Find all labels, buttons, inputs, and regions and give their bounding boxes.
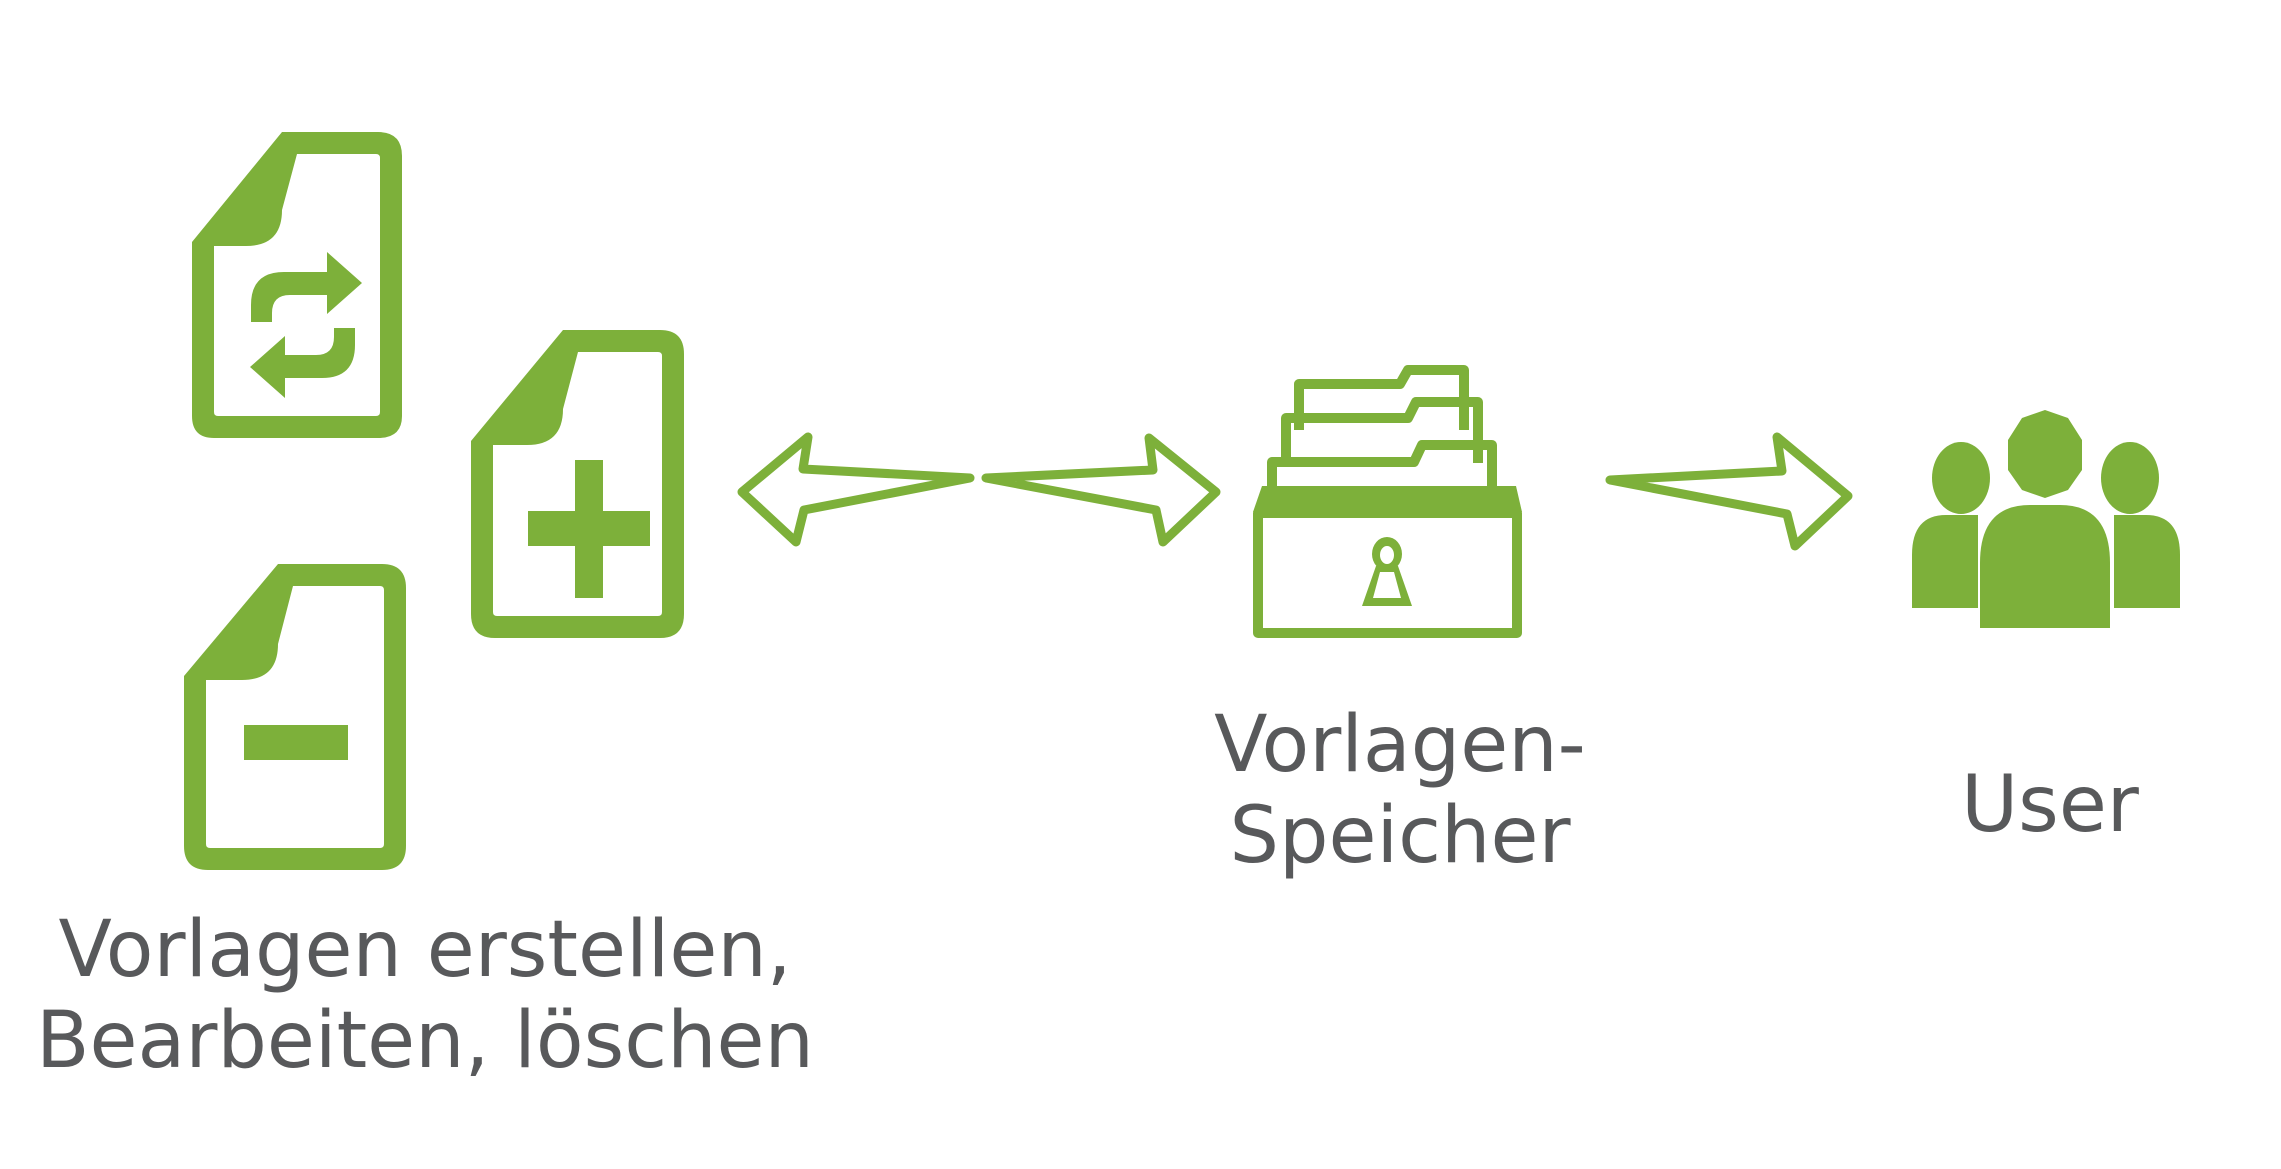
document-refresh-icon	[192, 132, 402, 438]
label-user: User	[1900, 760, 2200, 851]
label-line-2: Bearbeiten, löschen	[36, 996, 814, 1087]
label-line-1: Vorlagen erstellen,	[58, 905, 792, 995]
arrow-left-head	[737, 432, 975, 547]
card-file-box-icon	[1253, 365, 1522, 638]
arrow-right-icon	[1605, 432, 1853, 551]
document-add-icon	[471, 330, 684, 638]
label-template-storage: Vorlagen- Speicher	[1170, 700, 1630, 883]
label-line-1: Vorlagen-	[1214, 700, 1586, 790]
document-remove-icon	[184, 564, 406, 870]
label-line-1: User	[1961, 760, 2139, 850]
label-template-management: Vorlagen erstellen, Bearbeiten, löschen	[20, 905, 830, 1088]
users-group-icon	[1912, 410, 2180, 628]
arrow-right-head	[981, 433, 1221, 547]
double-headed-arrow-icon	[737, 432, 1221, 547]
label-line-2: Speicher	[1229, 791, 1571, 882]
